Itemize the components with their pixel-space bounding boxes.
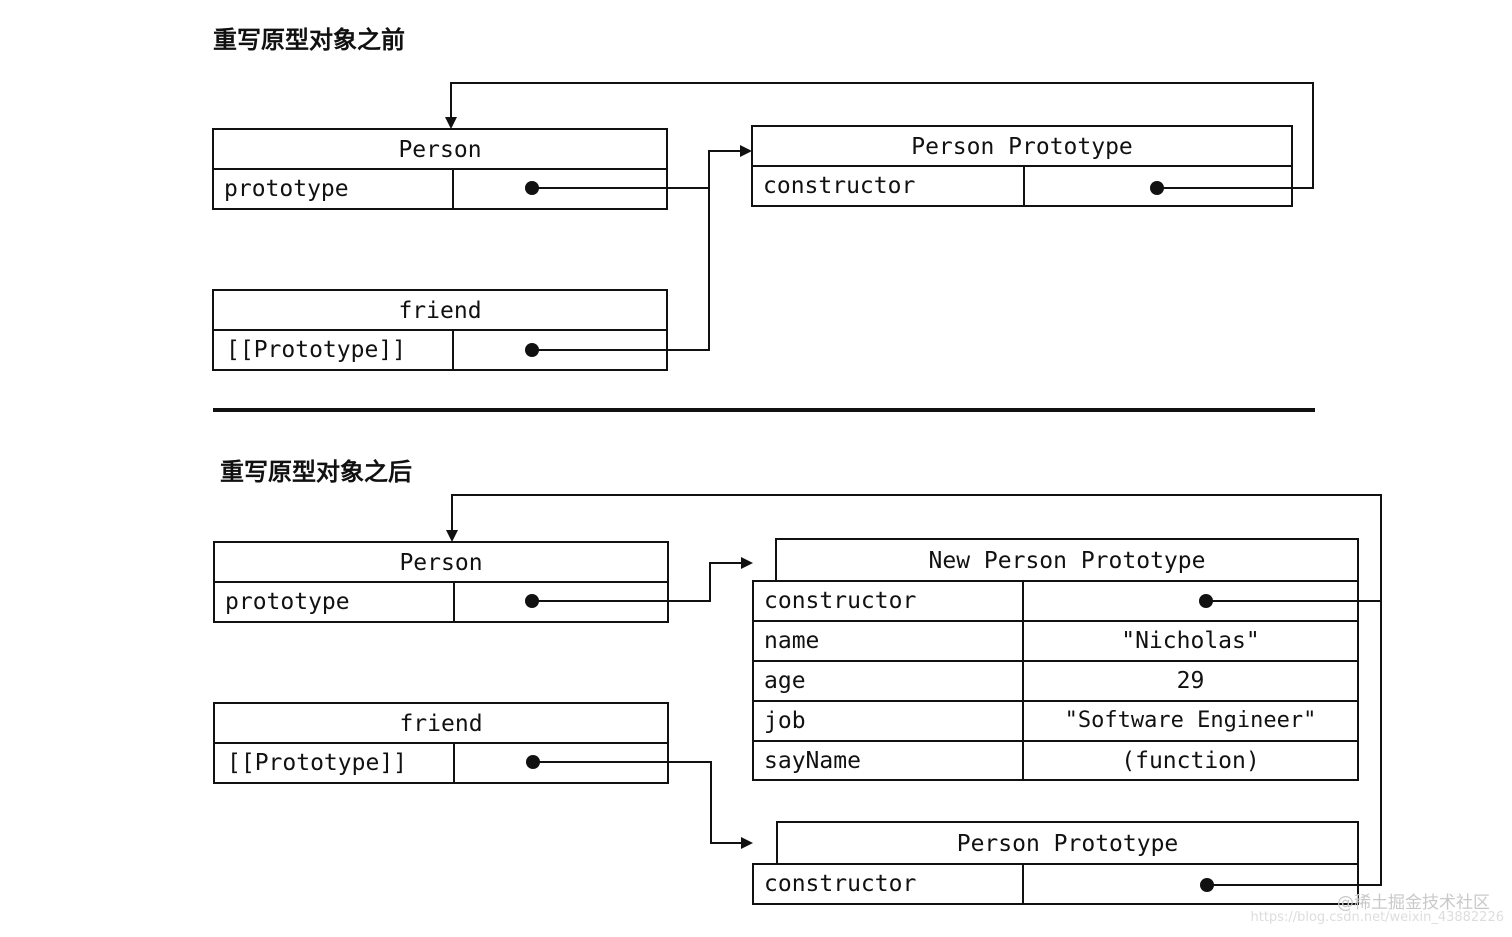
after-person-row: prototype bbox=[215, 583, 667, 621]
after-person-prototype-body: constructor bbox=[752, 863, 1359, 905]
new-proto-row-constructor: constructor bbox=[754, 582, 1357, 622]
before-person-key: prototype bbox=[214, 170, 454, 208]
before-friend-box: friend [[Prototype]] bbox=[212, 289, 668, 371]
after-person-value bbox=[455, 583, 667, 621]
new-proto-key-job: job bbox=[754, 702, 1024, 740]
before-title: 重写原型对象之前 bbox=[213, 26, 405, 54]
section-divider bbox=[213, 408, 1315, 412]
before-person-prototype-title: Person Prototype bbox=[753, 127, 1291, 167]
before-person-prototype-row: constructor bbox=[753, 167, 1291, 205]
new-proto-key-age: age bbox=[754, 662, 1024, 700]
new-proto-key-sayname: sayName bbox=[754, 742, 1024, 780]
after-person-prototype-value bbox=[1024, 865, 1357, 903]
after-friend-box: friend [[Prototype]] bbox=[213, 702, 669, 784]
after-person-prototype-title: Person Prototype bbox=[956, 831, 1179, 857]
before-friend-key: [[Prototype]] bbox=[214, 331, 454, 369]
before-friend-value bbox=[454, 331, 666, 369]
before-person-prototype-key: constructor bbox=[753, 167, 1025, 205]
new-proto-value-constructor bbox=[1024, 582, 1357, 620]
before-person-box: Person prototype bbox=[212, 128, 668, 210]
watermark-url: https://blog.csdn.net/weixin_43882226 bbox=[1250, 910, 1504, 925]
before-person-prototype-box: Person Prototype constructor bbox=[751, 125, 1293, 207]
before-person-row: prototype bbox=[214, 170, 666, 208]
new-proto-row-sayname: sayName (function) bbox=[754, 742, 1357, 780]
after-friend-key: [[Prototype]] bbox=[215, 744, 455, 782]
new-proto-value-job: "Software Engineer" bbox=[1064, 708, 1317, 733]
new-proto-key-constructor: constructor bbox=[754, 582, 1024, 620]
after-friend-title: friend bbox=[215, 704, 667, 744]
new-proto-value-name: "Nicholas" bbox=[1121, 628, 1260, 654]
after-person-prototype-header: Person Prototype bbox=[776, 821, 1359, 865]
before-friend-title: friend bbox=[214, 291, 666, 331]
new-person-prototype-title: New Person Prototype bbox=[928, 548, 1206, 574]
watermark-brand: @稀土掘金技术社区 bbox=[1337, 893, 1490, 913]
new-proto-row-name: name "Nicholas" bbox=[754, 622, 1357, 662]
after-person-prototype-row: constructor bbox=[754, 865, 1357, 903]
after-title: 重写原型对象之后 bbox=[220, 458, 412, 486]
after-person-key: prototype bbox=[215, 583, 455, 621]
after-person-box: Person prototype bbox=[213, 541, 669, 623]
new-proto-key-name: name bbox=[754, 622, 1024, 660]
new-proto-row-job: job "Software Engineer" bbox=[754, 702, 1357, 742]
before-person-value bbox=[454, 170, 666, 208]
new-proto-value-age: 29 bbox=[1176, 668, 1205, 694]
after-person-title: Person bbox=[215, 543, 667, 583]
new-person-prototype-header: New Person Prototype bbox=[775, 538, 1359, 582]
before-person-title: Person bbox=[214, 130, 666, 170]
new-proto-row-age: age 29 bbox=[754, 662, 1357, 702]
after-friend-value bbox=[455, 744, 667, 782]
new-person-prototype-body: constructor name "Nicholas" age 29 job "… bbox=[752, 580, 1359, 781]
before-friend-row: [[Prototype]] bbox=[214, 331, 666, 369]
after-person-prototype-key: constructor bbox=[754, 865, 1024, 903]
new-proto-value-sayname: (function) bbox=[1121, 748, 1260, 774]
after-friend-row: [[Prototype]] bbox=[215, 744, 667, 782]
before-person-prototype-value bbox=[1025, 167, 1291, 205]
